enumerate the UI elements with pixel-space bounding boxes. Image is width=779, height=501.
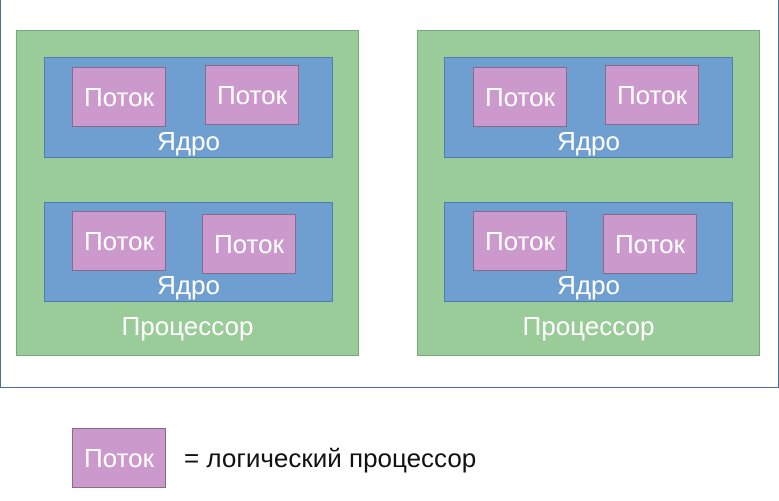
thread-2-1-2: Поток (605, 65, 699, 125)
core-2-2: Поток Поток Ядро (444, 202, 733, 302)
thread-2-2-1: Поток (473, 211, 567, 271)
core-label: Ядро (557, 270, 620, 300)
legend-text: = логический процессор (184, 443, 477, 473)
thread-1-1-2: Поток (205, 65, 299, 125)
core-label: Ядро (557, 126, 620, 156)
core-2-1: Поток Поток Ядро (444, 57, 733, 158)
processor-label: Процессор (121, 311, 254, 341)
thread-1-2-1: Поток (72, 211, 166, 271)
legend-thread: Поток (72, 428, 166, 488)
core-1-1: Поток Поток Ядро (44, 57, 333, 158)
processor-1: Поток Поток Ядро Поток Поток Ядро Процес… (16, 30, 359, 356)
thread-2-1-1: Поток (473, 67, 567, 127)
processor-2: Поток Поток Ядро Поток Поток Ядро Процес… (417, 30, 760, 356)
core-label: Ядро (157, 270, 220, 300)
system-frame-left (0, 0, 390, 388)
thread-1-2-2: Поток (202, 214, 296, 274)
processor-label: Процессор (522, 311, 655, 341)
thread-2-2-2: Поток (603, 214, 697, 274)
thread-1-1-1: Поток (72, 67, 166, 127)
core-label: Ядро (157, 126, 220, 156)
core-1-2: Поток Поток Ядро (44, 202, 333, 302)
